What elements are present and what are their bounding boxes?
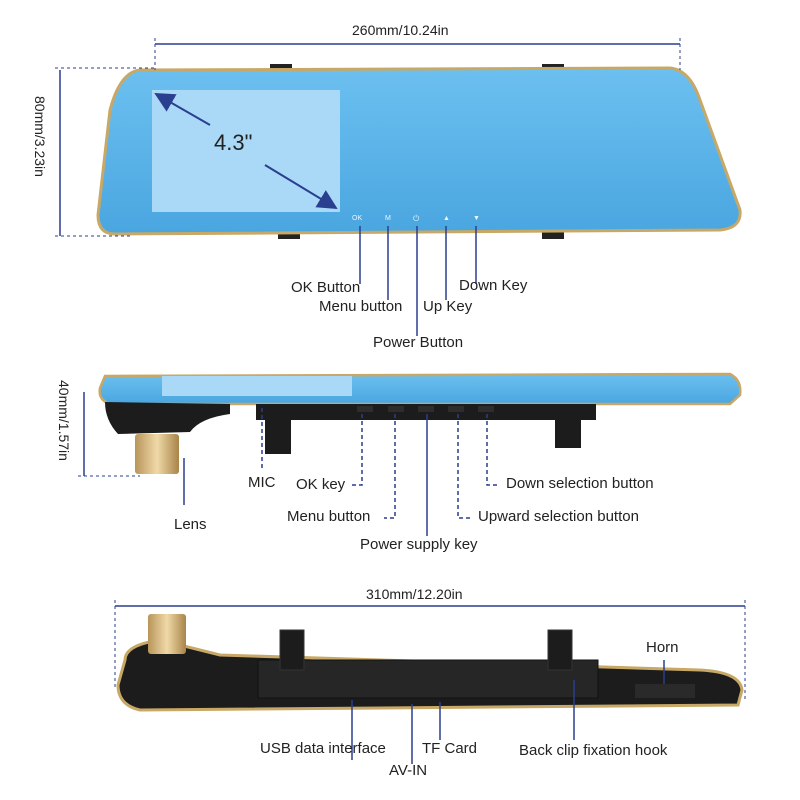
side-camera-housing: [105, 402, 230, 434]
side-btn-ok: [357, 406, 373, 412]
leader-side-up: [457, 414, 470, 519]
bottom-clip-left: [278, 231, 300, 239]
side-view: [78, 372, 742, 536]
label-lens: Lens: [174, 516, 207, 533]
label-down-selection: Down selection button: [506, 475, 654, 492]
label-menu-button: Menu button: [319, 298, 403, 315]
horn-grille: [635, 684, 695, 698]
dim-side-height: 40mm/1.57in: [56, 380, 72, 461]
leader-side-menu: [384, 414, 396, 519]
back-clip-left: [279, 629, 305, 671]
label-side-menu-button: Menu button: [287, 508, 371, 525]
bottom-clip-right: [542, 231, 564, 239]
label-ok-button: OK Button: [291, 279, 361, 296]
mark-ok: OK: [352, 215, 363, 222]
label-back-clip-hook: Back clip fixation hook: [519, 742, 668, 759]
dim-top-width: 260mm/10.24in: [352, 22, 449, 38]
label-down-key: Down Key: [459, 277, 528, 294]
lens-body: [135, 434, 179, 474]
dim-bottom-width: 310mm/12.20in: [366, 586, 463, 602]
screen-size-label: 4.3": [214, 130, 253, 155]
side-screen: [162, 376, 352, 396]
label-power-supply-key: Power supply key: [360, 536, 478, 553]
side-btn-up: [448, 406, 464, 412]
back-view: [114, 600, 746, 764]
side-btn-menu: [388, 406, 404, 412]
mark-down-icon: ▼: [473, 215, 480, 222]
side-clip-right: [555, 418, 581, 448]
label-tf-card: TF Card: [422, 740, 478, 757]
leader-side-down: [486, 414, 498, 486]
label-ok-key: OK key: [296, 476, 346, 493]
label-av-in: AV-IN: [389, 762, 428, 779]
mark-up-icon: ▲: [443, 215, 450, 222]
back-panel: [257, 659, 599, 699]
side-clip-left: [265, 418, 291, 454]
side-btn-power: [418, 406, 434, 412]
label-horn: Horn: [646, 639, 679, 656]
leader-side-ok: [352, 414, 363, 486]
label-power-button: Power Button: [373, 334, 464, 351]
diagonal-arrow-down: [264, 164, 338, 210]
diagonal-arrow-up: [154, 93, 211, 126]
label-up-key: Up Key: [423, 298, 473, 315]
dim-top-height: 80mm/3.23in: [32, 96, 48, 177]
front-view: [55, 38, 742, 336]
mark-power-icon: ⏻: [413, 214, 420, 223]
mark-menu: M: [385, 215, 391, 222]
label-mic: MIC: [248, 474, 276, 491]
side-btn-down: [478, 406, 494, 412]
back-clip-right: [547, 629, 573, 671]
label-usb-interface: USB data interface: [260, 740, 386, 757]
label-upward-selection: Upward selection button: [478, 508, 639, 525]
back-lens: [148, 614, 186, 654]
